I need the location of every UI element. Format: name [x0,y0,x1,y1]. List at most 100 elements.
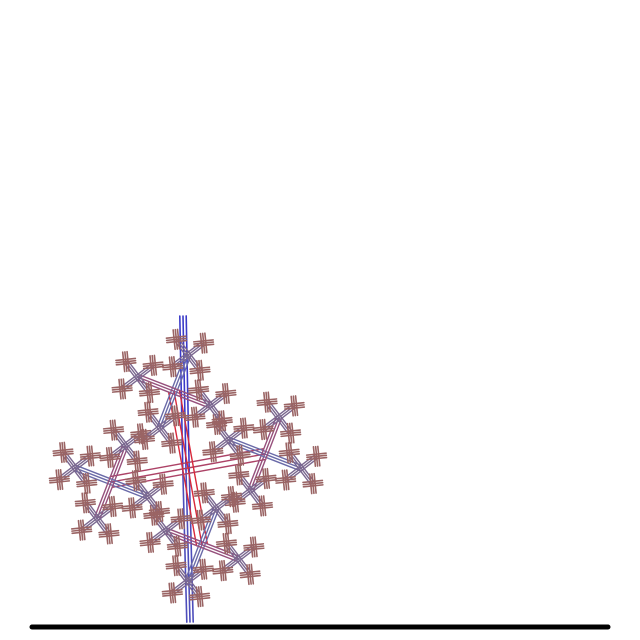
leaf-stroke [175,405,179,417]
leaf-stroke [284,475,296,479]
leaf-stroke [128,497,131,509]
leaf-stroke [158,509,170,513]
leaf-stroke [261,504,273,507]
leaf-stroke [317,455,321,467]
leaf-stroke [249,570,261,573]
leaf-stroke [289,431,302,434]
leaf-stroke [259,419,262,431]
branch-stroke [173,390,189,469]
leaf-stroke [205,342,208,354]
leaf-stroke [110,496,114,508]
leaf-stroke [163,473,167,485]
leaf-stroke [171,365,175,378]
leaf-stroke [199,368,211,372]
leaf-stroke [78,529,82,541]
leaf-stroke [201,332,205,344]
leaf-stroke [242,417,245,429]
leaf-stroke [205,491,209,504]
leaf-stroke [137,479,140,491]
leaf-stroke [168,582,171,594]
leaf-stroke [77,519,81,532]
leaf-stroke [286,478,290,491]
branch-stroke [252,454,268,493]
leaf-stroke [124,357,137,361]
leaf-stroke [236,501,240,513]
leaf-stroke [118,378,121,390]
branch-stroke [110,481,149,497]
leaf-stroke [85,481,98,485]
leaf-stroke [123,387,127,400]
branch-stroke [228,436,267,453]
leaf-stroke [55,469,59,481]
leaf-stroke [243,548,255,552]
leaf-stroke [189,597,201,601]
leaf-stroke [246,564,249,576]
leaf-stroke [148,393,161,396]
leaf-stroke [115,358,127,362]
leaf-stroke [193,494,206,497]
branch-stroke [111,478,150,495]
leaf-stroke [143,438,147,450]
branch-stroke [98,482,115,521]
leaf-stroke [137,409,149,412]
leaf-stroke [176,414,180,427]
leaf-stroke [219,570,223,582]
leaf-stroke [134,476,147,480]
leaf-stroke [64,451,68,463]
leaf-stroke [74,502,87,505]
leaf-stroke [261,506,274,509]
branch-stroke [113,445,129,484]
leaf-stroke [154,364,158,376]
leaf-stroke [143,516,155,520]
leaf-stroke [109,456,112,468]
leaf-stroke [193,489,205,493]
leaf-stroke [149,411,153,423]
leaf-stroke [224,383,227,395]
branch-stroke [188,458,267,475]
leaf-stroke [193,413,206,416]
leaf-stroke [148,388,160,392]
leaf-stroke [262,468,265,480]
leaf-stroke [290,395,293,407]
leaf-stroke [173,405,177,417]
leaf-stroke [204,568,208,580]
leaf-stroke [223,513,227,525]
leaf-stroke [196,509,200,522]
leaf-stroke [203,488,215,492]
leaf-stroke [179,508,182,520]
leaf-stroke [177,338,181,350]
leaf-stroke [221,566,234,570]
leaf-stroke [195,360,199,372]
leaf-stroke [171,362,183,366]
branch-stroke [200,546,239,563]
branch-stroke [156,389,173,428]
leaf-stroke [121,384,133,388]
leaf-stroke [105,523,108,535]
leaf-stroke [216,544,228,548]
leaf-stroke [175,561,187,565]
branch-stroke [198,506,215,545]
leaf-stroke [225,539,237,542]
leaf-stroke [281,469,285,481]
branch-stroke [189,545,206,583]
leaf-stroke [121,388,124,400]
branch-stroke [172,393,211,409]
leaf-stroke [139,394,151,397]
leaf-stroke [133,450,136,463]
branch-stroke [203,508,220,547]
leaf-stroke [75,504,87,507]
leaf-stroke [158,511,171,515]
leaf-stroke [147,541,150,554]
leaf-stroke [218,410,221,422]
leaf-stroke [90,445,94,457]
leaf-stroke [290,433,302,437]
leaf-stroke [165,336,177,339]
leaf-stroke [194,416,197,428]
branch-stroke [170,353,187,391]
leaf-stroke [252,536,255,548]
leaf-stroke [314,445,318,458]
leaf-stroke [312,446,316,458]
leaf-stroke [312,481,324,485]
leaf-stroke [198,594,211,598]
